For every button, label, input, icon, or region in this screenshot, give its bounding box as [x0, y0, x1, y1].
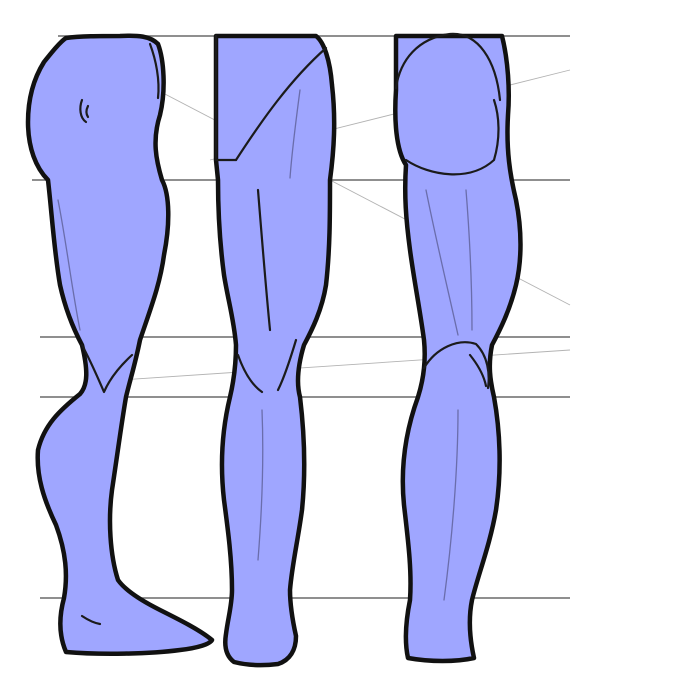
front-quad-contour — [256, 188, 272, 332]
leg-side-silhouette — [25, 33, 215, 656]
side-glute-contour — [148, 42, 160, 100]
leg-front-silhouette — [213, 33, 337, 668]
tq-shin-shading — [443, 409, 459, 601]
front-inner-thigh — [234, 46, 328, 162]
leg-side-view — [25, 33, 215, 656]
front-knee-right — [276, 338, 298, 392]
side-foot-contour — [80, 614, 102, 626]
front-knee-left — [236, 353, 264, 394]
side-knee-contour — [80, 343, 134, 394]
front-thigh-shading — [289, 89, 301, 179]
front-shin-shading — [257, 409, 264, 561]
leg-three-quarter-silhouette — [393, 33, 523, 664]
diagonal-construction-line — [119, 349, 571, 381]
tq-thigh-shading — [425, 189, 459, 336]
tq-hamstring-shading — [465, 189, 473, 331]
leg-three-quarter-view — [393, 32, 523, 664]
front-hip-line — [214, 34, 238, 162]
tq-knee-contour — [422, 341, 490, 390]
side-hip-mark-2 — [85, 104, 90, 119]
leg-front-view — [213, 33, 337, 668]
tq-glute-contour — [404, 98, 500, 176]
tq-hip-contour — [394, 32, 502, 102]
side-thigh-shading — [57, 199, 81, 331]
tq-knee-fold — [468, 353, 488, 388]
side-hip-mark — [79, 98, 88, 124]
